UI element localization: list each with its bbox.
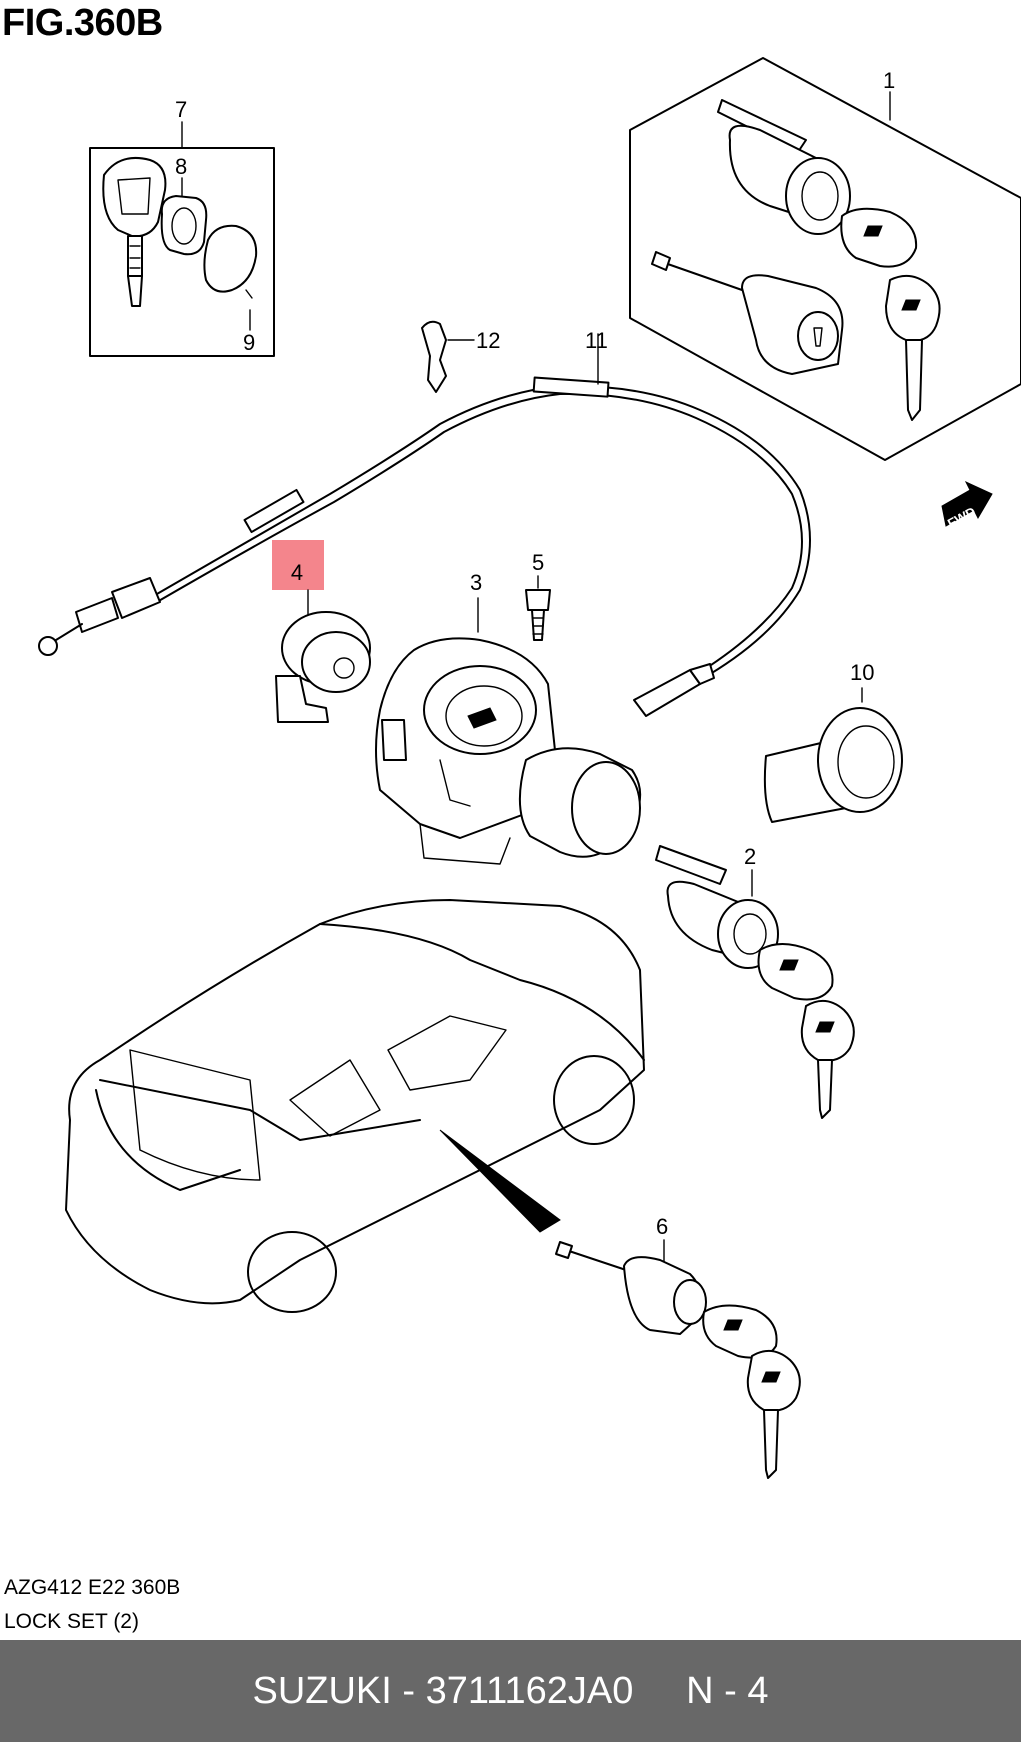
fwd-direction-badge: FWD bbox=[941, 480, 993, 531]
part-8 bbox=[160, 195, 208, 256]
part-2: 2 bbox=[655, 844, 855, 1119]
part-10: 10 bbox=[763, 660, 903, 823]
callout-2: 2 bbox=[744, 844, 756, 869]
callout-10: 10 bbox=[850, 660, 874, 685]
figure-title: FIG.360B bbox=[2, 2, 163, 44]
footer-bar: SUZUKI - 3711162JA0 N - 4 bbox=[0, 1640, 1021, 1742]
callout-8: 8 bbox=[175, 154, 187, 179]
callout-3: 3 bbox=[470, 570, 482, 595]
diagram-code: AZG412 E22 360B bbox=[4, 1576, 181, 1599]
diagram-name: LOCK SET (2) bbox=[4, 1610, 139, 1633]
part-3: 3 bbox=[375, 570, 642, 865]
part-5: 5 bbox=[525, 550, 551, 641]
part-4-highlight bbox=[272, 540, 324, 590]
part-9 bbox=[203, 224, 258, 293]
part-1-frame bbox=[629, 57, 1021, 461]
part-7-group: 7 8 9 bbox=[89, 97, 275, 357]
part-11-cable: 11 bbox=[38, 328, 811, 717]
callout-7: 7 bbox=[175, 97, 187, 122]
part-number-label: SUZUKI - 3711162JA0 N - 4 bbox=[252, 1669, 769, 1712]
callout-11: 11 bbox=[585, 328, 608, 353]
callout-12: 12 bbox=[476, 328, 500, 353]
part-6: 6 bbox=[555, 1214, 801, 1479]
callout-5: 5 bbox=[532, 550, 544, 575]
callout-1: 1 bbox=[883, 68, 895, 93]
part-1-group: 1 bbox=[629, 57, 1021, 461]
part-12: 12 bbox=[421, 320, 500, 393]
callout-6: 6 bbox=[656, 1214, 668, 1239]
parts-diagram: 7 8 9 1 12 11 bbox=[38, 57, 1021, 1479]
part-4: 4 bbox=[272, 540, 371, 723]
callout-9: 9 bbox=[243, 330, 255, 355]
callout-4: 4 bbox=[291, 560, 303, 585]
key-blank-7 bbox=[102, 156, 167, 238]
car-outline bbox=[65, 899, 645, 1313]
